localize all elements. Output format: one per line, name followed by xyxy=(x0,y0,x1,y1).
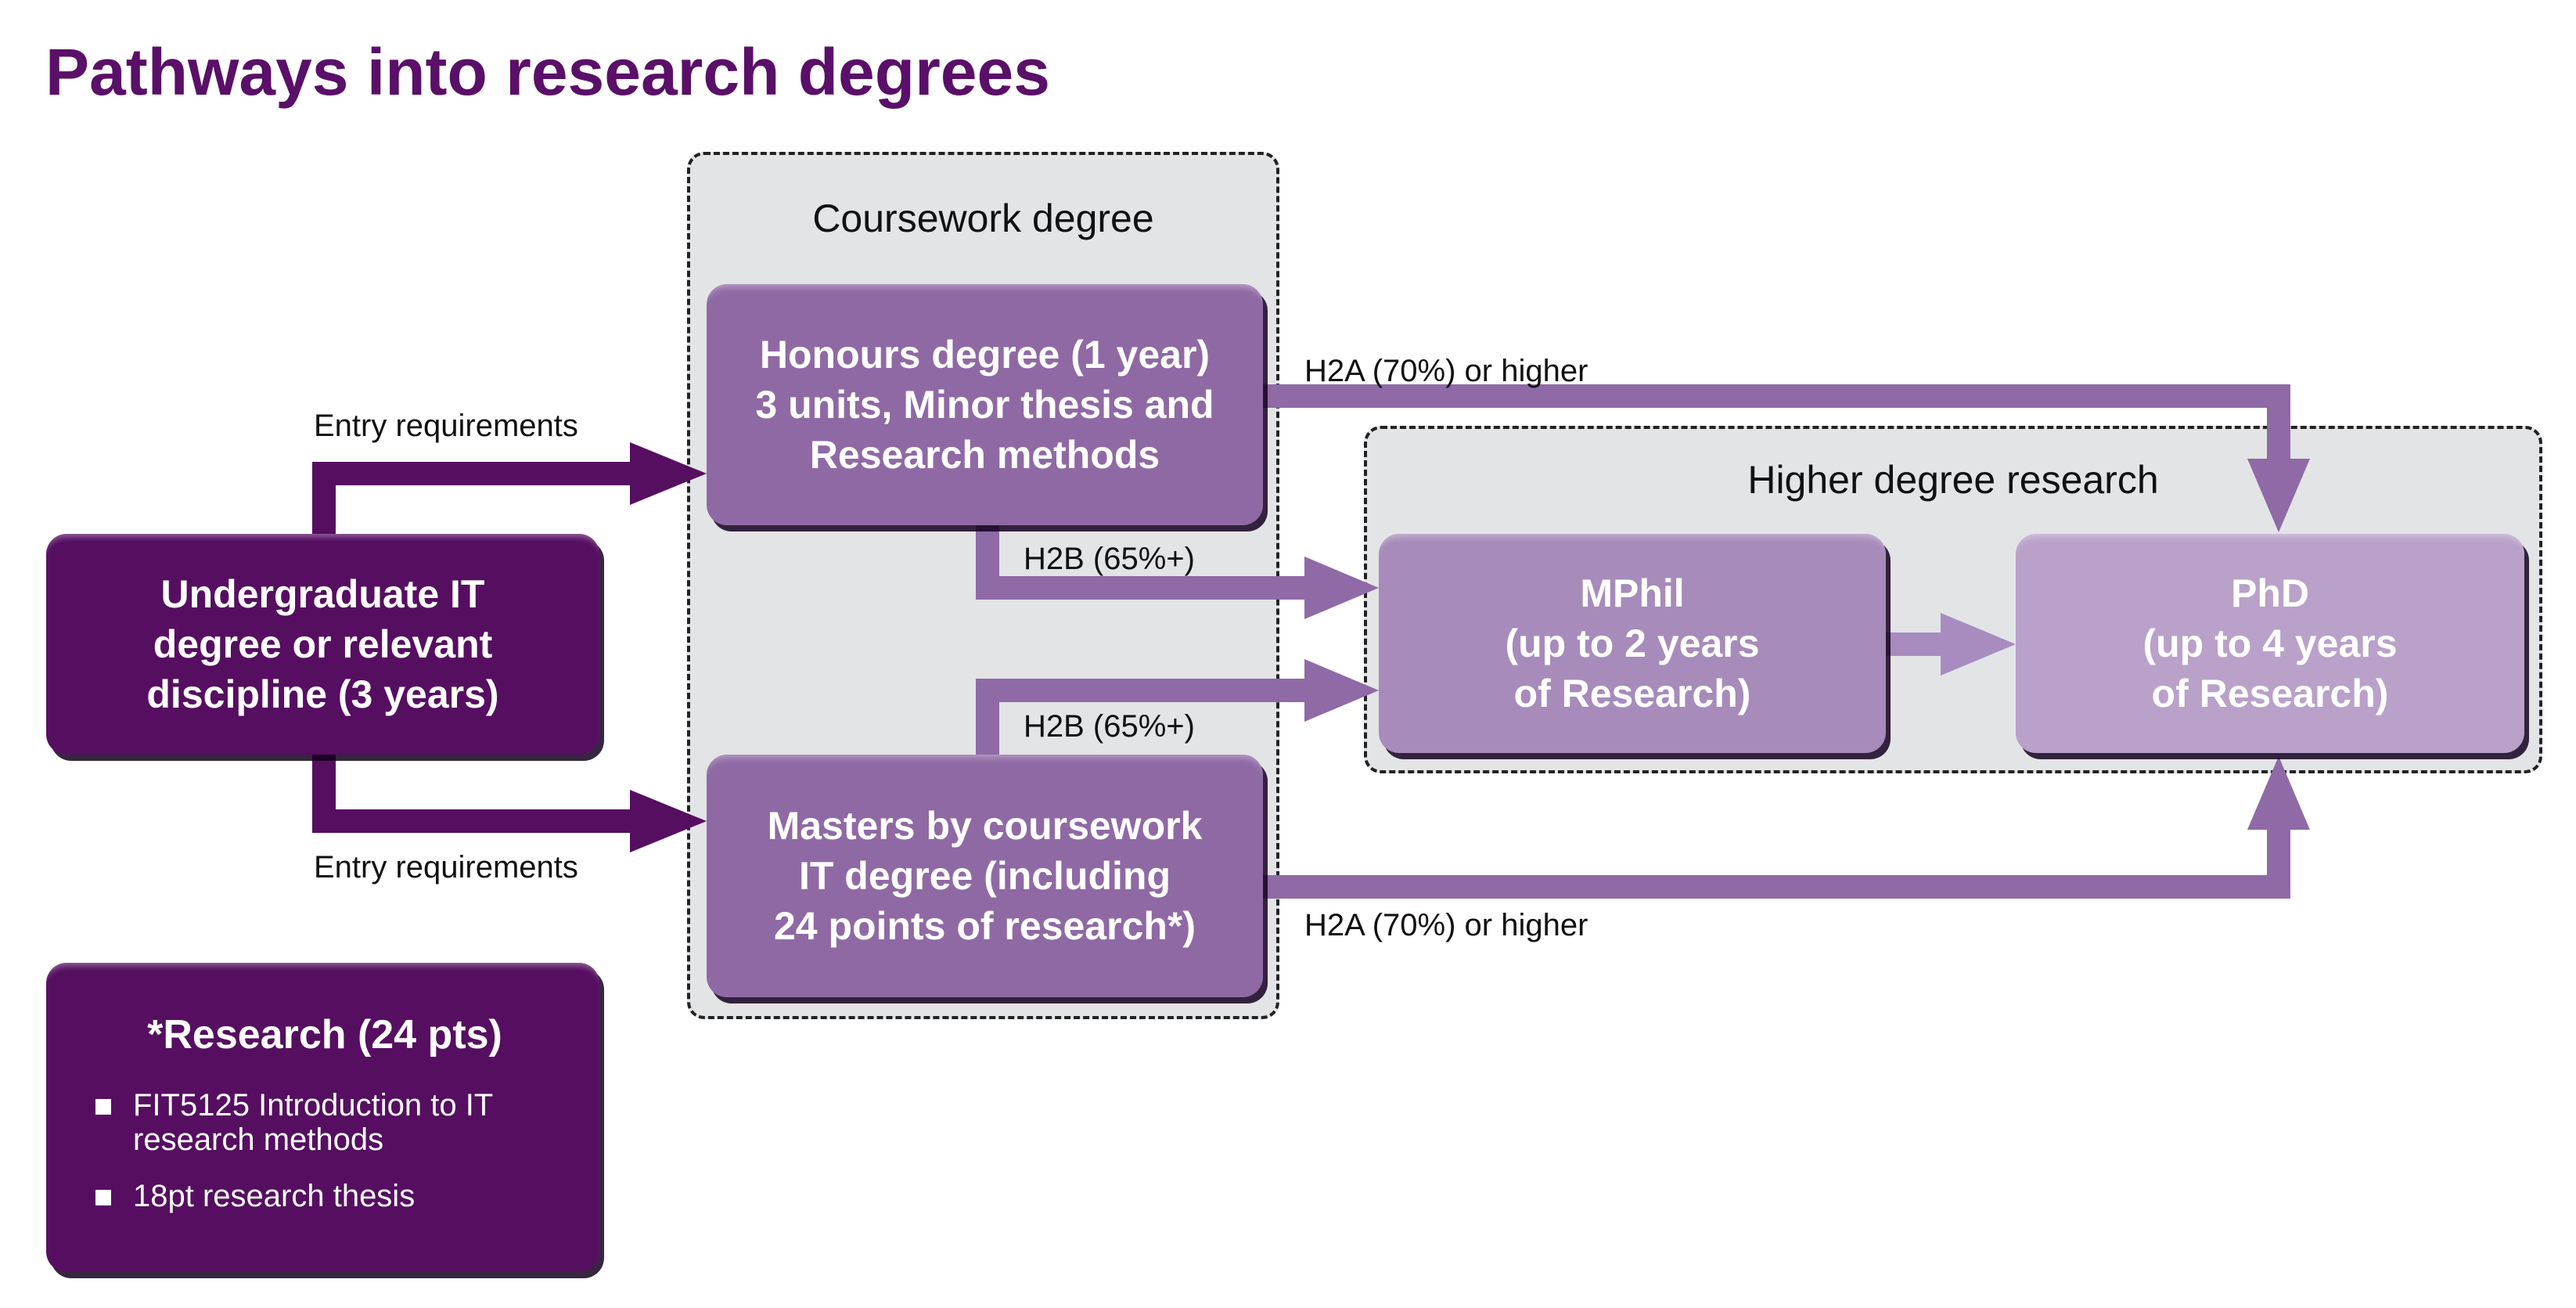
honours-line: 3 units, Minor thesis and xyxy=(755,383,1214,427)
research-note-list: FIT5125 Introduction to IT research meth… xyxy=(89,1088,560,1235)
mphil-box: MPhil (up to 2 years of Research) xyxy=(1379,534,1886,753)
arrowhead-mphil-phd xyxy=(1941,613,2016,676)
coursework-group-label: Coursework degree xyxy=(812,196,1154,240)
undergraduate-box: Undergraduate IT degree or relevant disc… xyxy=(46,534,599,755)
arrowhead-entry-top xyxy=(630,442,707,505)
honours-line: Research methods xyxy=(809,433,1160,477)
bullet-square-icon xyxy=(95,1099,111,1115)
arrowhead-h2b-top xyxy=(1304,557,1379,619)
research-note-title: *Research (24 pts) xyxy=(147,1012,502,1058)
masters-line: IT degree (including xyxy=(798,854,1171,898)
page-title: Pathways into research degrees xyxy=(45,35,1050,109)
arrow-h2a-top xyxy=(1260,384,2290,470)
label-h2a-top: H2A (70%) or higher xyxy=(1304,354,1588,388)
research-note-box: *Research (24 pts) FIT5125 Introduction … xyxy=(46,963,599,1272)
arrowhead-h2b-bottom xyxy=(1304,659,1379,722)
arrow-h2b-bottom xyxy=(976,679,1315,759)
list-item: FIT5125 Introduction to IT research meth… xyxy=(89,1088,560,1157)
arrowhead-h2a-bottom xyxy=(2247,756,2310,830)
undergrad-line: Undergraduate IT xyxy=(160,572,485,616)
honours-box: Honours degree (1 year) 3 units, Minor t… xyxy=(707,284,1263,525)
label-entry-top: Entry requirements xyxy=(314,409,578,443)
phd-box: PhD (up to 4 years of Research) xyxy=(2016,534,2524,753)
list-item-text: FIT5125 Introduction to IT research meth… xyxy=(133,1088,493,1157)
label-h2b-top: H2B (65%+) xyxy=(1024,542,1195,576)
masters-box: Masters by coursework IT degree (includi… xyxy=(707,755,1263,997)
arrow-h2a-bottom xyxy=(1260,818,2290,899)
masters-line: 24 points of research*) xyxy=(773,904,1196,948)
arrow-h2b-top xyxy=(976,521,1315,600)
bullet-square-icon xyxy=(95,1190,111,1205)
mphil-line: (up to 2 years xyxy=(1505,622,1760,665)
arrow-entry-top xyxy=(312,462,642,540)
arrow-entry-bottom xyxy=(312,751,642,833)
arrowhead-h2a-top xyxy=(2247,459,2310,532)
phd-line: of Research) xyxy=(2151,672,2389,715)
label-h2b-bottom: H2B (65%+) xyxy=(1024,709,1195,744)
undergrad-line: discipline (3 years) xyxy=(146,672,499,716)
list-item: 18pt research thesis xyxy=(89,1179,560,1213)
mphil-line: of Research) xyxy=(1513,672,1751,715)
phd-line: (up to 4 years xyxy=(2142,622,2398,665)
list-item-text: 18pt research thesis xyxy=(133,1179,416,1213)
arrowhead-entry-bottom xyxy=(630,790,707,852)
masters-line: Masters by coursework xyxy=(767,804,1203,848)
honours-line: Honours degree (1 year) xyxy=(759,333,1211,377)
phd-line: PhD xyxy=(2231,571,2309,615)
hdr-group-label: Higher degree research xyxy=(1747,458,2159,502)
label-h2a-bottom: H2A (70%) or higher xyxy=(1304,908,1588,942)
label-entry-bottom: Entry requirements xyxy=(314,850,578,885)
mphil-line: MPhil xyxy=(1580,571,1685,615)
undergrad-line: degree or relevant xyxy=(153,622,493,666)
